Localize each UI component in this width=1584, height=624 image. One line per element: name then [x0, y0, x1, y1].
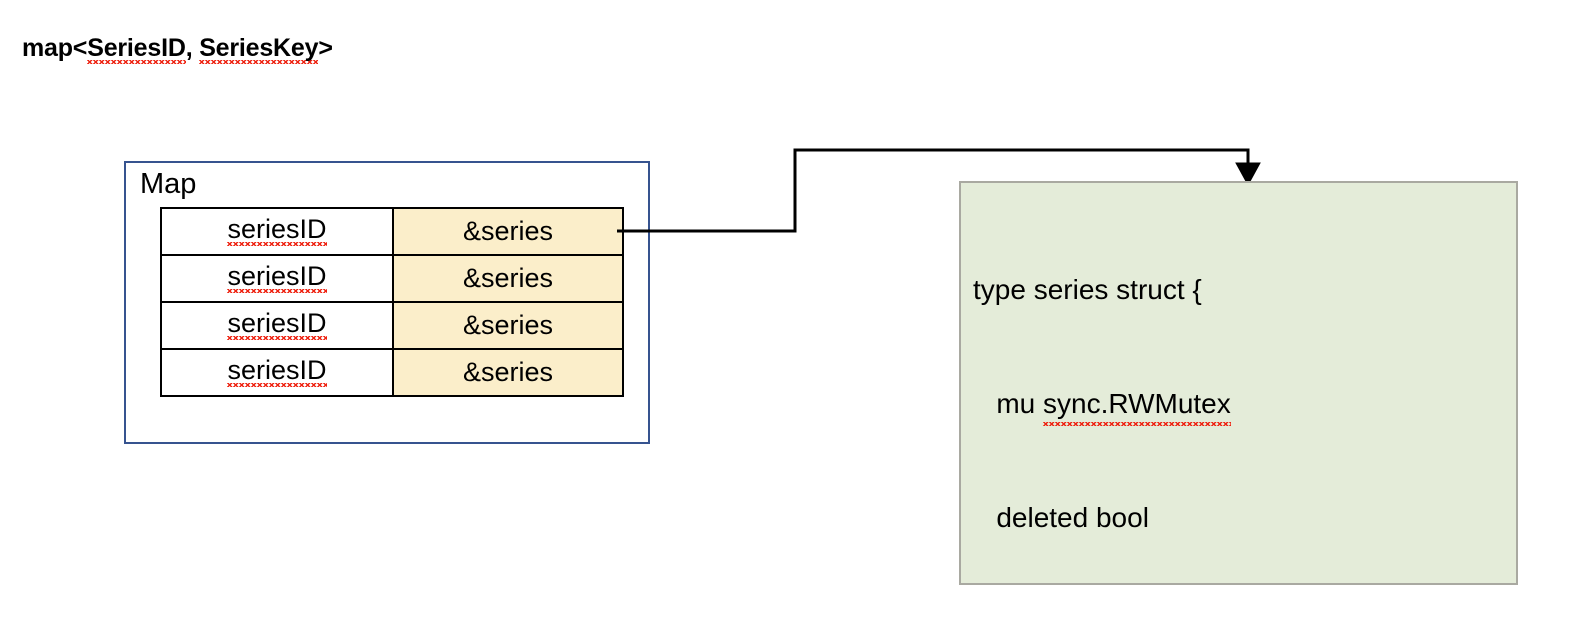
title-term-seriesid: SeriesID [87, 36, 186, 65]
map-key-text: seriesID [227, 310, 327, 341]
map-key-cell: seriesID [160, 254, 394, 303]
map-value-cell: &series [392, 254, 624, 303]
map-key-cell: seriesID [160, 348, 394, 397]
title-suffix: > [318, 34, 333, 62]
map-key-cell: seriesID [160, 207, 394, 256]
map-key-text: seriesID [227, 357, 327, 388]
table-row: seriesID &series [160, 254, 624, 303]
spellcheck-sync-rwmutex: sync.RWMutex [1043, 385, 1231, 427]
map-key-cell: seriesID [160, 301, 394, 350]
series-struct-box: type series struct { mu sync.RWMutex del… [959, 181, 1518, 585]
map-label: Map [140, 168, 197, 200]
code-line: type series struct { [973, 274, 1202, 305]
table-row: seriesID &series [160, 348, 624, 397]
code-line-blank [973, 613, 1368, 624]
map-key-text: seriesID [227, 216, 327, 247]
title-term-serieskey: SeriesKey [199, 36, 319, 65]
page-title: map<SeriesID, SeriesKey> [22, 36, 333, 65]
code-line: deleted bool [973, 502, 1149, 533]
struct-code-block: type series struct { mu sync.RWMutex del… [973, 195, 1368, 624]
table-row: seriesID &series [160, 301, 624, 350]
map-entries-table: seriesID &series seriesID &series series… [160, 207, 624, 397]
table-row: seriesID &series [160, 207, 624, 256]
map-value-cell: &series [392, 348, 624, 397]
map-value-cell: &series [392, 301, 624, 350]
code-line-mutex: mu sync.RWMutex [973, 385, 1368, 423]
title-separator: , [185, 34, 200, 62]
title-prefix: map< [22, 34, 88, 62]
map-key-text: seriesID [227, 263, 327, 294]
map-value-cell: &series [392, 207, 624, 256]
